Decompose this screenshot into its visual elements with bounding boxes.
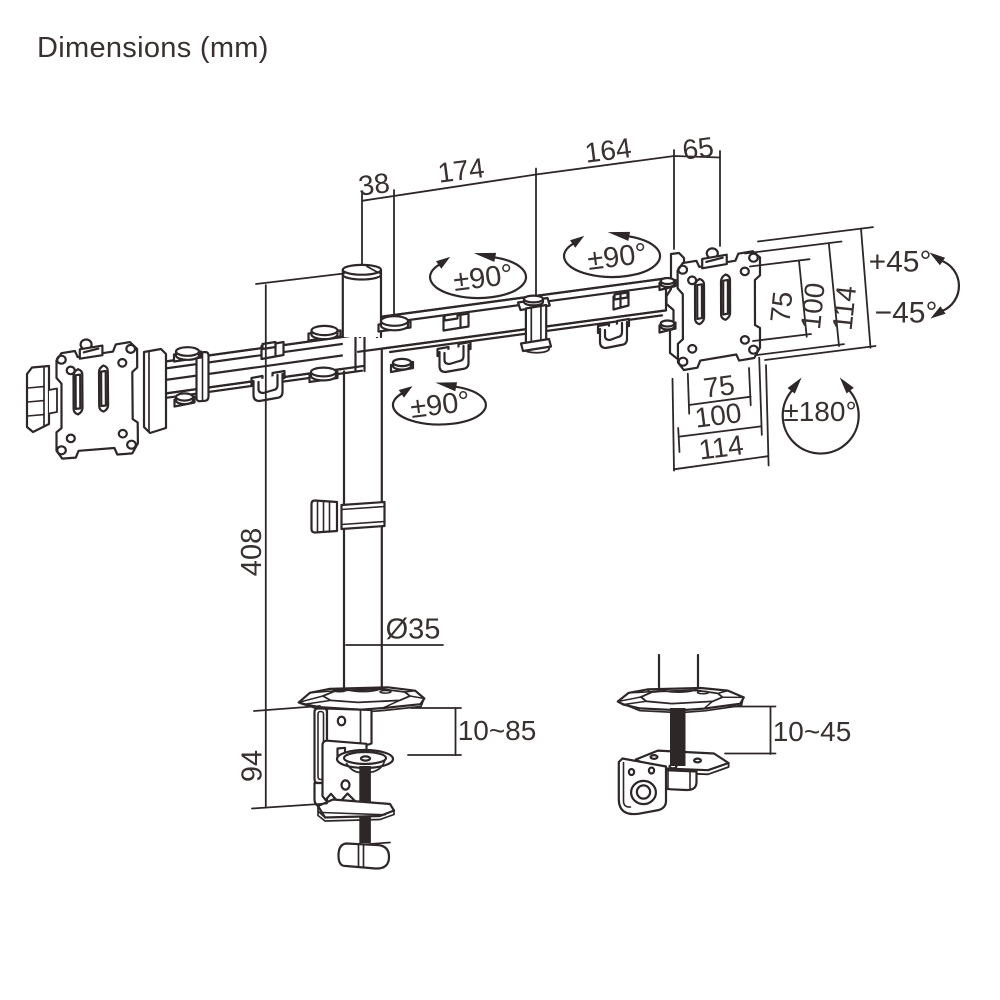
svg-text:100: 100 xyxy=(795,281,831,331)
svg-text:94: 94 xyxy=(236,750,268,782)
svg-text:174: 174 xyxy=(436,152,486,189)
svg-text:±90°: ±90° xyxy=(585,238,648,277)
svg-text:Ø35: Ø35 xyxy=(386,613,441,645)
svg-text:10~85: 10~85 xyxy=(458,715,537,746)
svg-text:10~45: 10~45 xyxy=(773,716,852,747)
svg-text:−45°: −45° xyxy=(875,297,938,330)
svg-text:100: 100 xyxy=(693,397,743,434)
svg-text:164: 164 xyxy=(583,132,633,169)
svg-text:+45°: +45° xyxy=(869,246,932,279)
svg-text:65: 65 xyxy=(681,131,716,166)
svg-text:114: 114 xyxy=(827,284,862,332)
svg-text:114: 114 xyxy=(697,429,745,465)
svg-text:±90°: ±90° xyxy=(408,386,471,425)
svg-text:38: 38 xyxy=(357,167,392,202)
svg-text:±90°: ±90° xyxy=(451,259,514,298)
svg-text:75: 75 xyxy=(764,290,798,324)
svg-text:±180°: ±180° xyxy=(783,396,856,427)
svg-text:408: 408 xyxy=(236,528,268,576)
svg-text:Dimensions (mm): Dimensions (mm) xyxy=(37,32,269,64)
svg-text:75: 75 xyxy=(702,369,737,404)
